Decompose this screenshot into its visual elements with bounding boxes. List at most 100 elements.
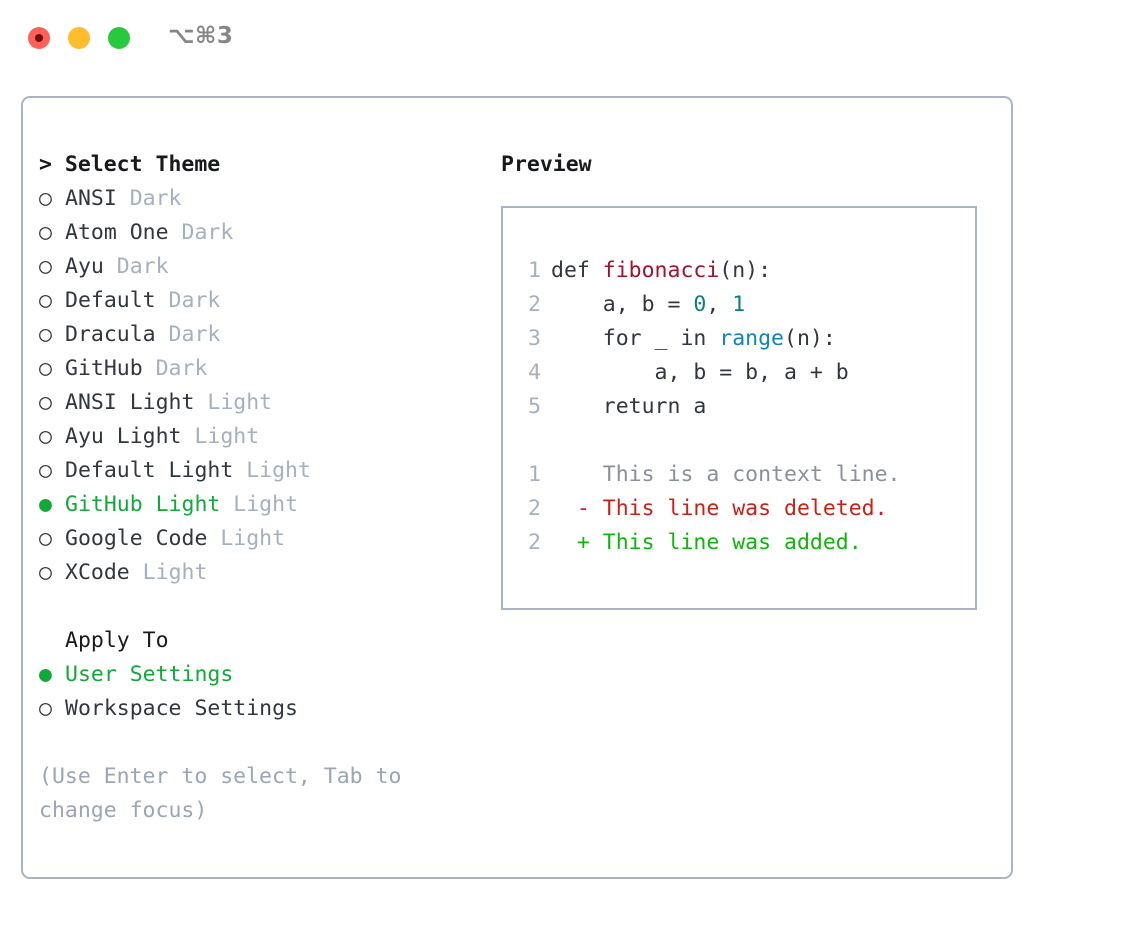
radio-unselected-icon: ○ [39, 526, 52, 551]
theme-selection-column: > Select Theme ○ANSI Dark○Atom One Dark○… [39, 148, 479, 828]
code-token-fn: fibonacci [602, 258, 720, 283]
theme-option-tag: Dark [155, 288, 221, 313]
theme-option-tag: Light [194, 390, 273, 415]
theme-option-tag: Dark [155, 322, 221, 347]
theme-option-tag: Light [181, 424, 260, 449]
theme-option-label: Ayu [65, 254, 104, 279]
radio-unselected-icon: ○ [39, 356, 52, 381]
radio-unselected-icon: ○ [39, 560, 52, 585]
code-diff-spacer [517, 424, 975, 458]
theme-option-xcode[interactable]: ○ XCode Light [39, 556, 479, 590]
theme-option-ansi-light[interactable]: ○ ANSI Light Light [39, 386, 479, 420]
theme-option-tag: Light [129, 560, 208, 585]
theme-option-default[interactable]: ○ Default Dark [39, 284, 479, 318]
code-token-plain: a, b = b, a + b [551, 360, 849, 385]
theme-option-default-light[interactable]: ○ Default Light Light [39, 454, 479, 488]
title-bar: ⌥⌘3 [0, 0, 1140, 78]
theme-option-tag: Dark [142, 356, 208, 381]
diff-line-number: 1 [528, 462, 541, 487]
code-token-plain: (n): [719, 258, 772, 283]
theme-option-label: ANSI [65, 186, 117, 211]
theme-option-ayu-light[interactable]: ○ Ayu Light Light [39, 420, 479, 454]
radio-unselected-icon: ○ [39, 186, 52, 211]
theme-option-google-code[interactable]: ○ Google Code Light [39, 522, 479, 556]
theme-option-github-light[interactable]: ●GitHub Light Light [39, 488, 479, 522]
theme-option-label: Default [65, 288, 156, 313]
keyboard-shortcut-label: ⌥⌘3 [168, 23, 234, 49]
diff-sample: 1 This is a context line.2 - This line w… [517, 458, 975, 560]
theme-option-tag: Dark [116, 186, 182, 211]
theme-option-dracula[interactable]: ○ Dracula Dark [39, 318, 479, 352]
theme-option-ansi[interactable]: ○ ANSI Dark [39, 182, 479, 216]
radio-unselected-icon: ○ [39, 458, 52, 483]
radio-unselected-icon: ○ [39, 424, 52, 449]
code-token-call: range [719, 326, 785, 351]
theme-option-tag: Light [207, 526, 286, 551]
theme-option-tag: Dark [168, 220, 234, 245]
theme-option-label: GitHub [65, 356, 143, 381]
radio-unselected-icon: ○ [39, 220, 52, 245]
maximize-window-button[interactable] [108, 27, 130, 49]
apply-to-option-workspace-settings[interactable]: ○ Workspace Settings [39, 692, 479, 726]
diff-line-text: This is a context line. [551, 462, 901, 487]
close-window-button[interactable] [28, 27, 50, 49]
radio-unselected-icon: ○ [39, 288, 52, 313]
theme-picker-panel: > Select Theme ○ANSI Dark○Atom One Dark○… [21, 96, 1013, 879]
code-line-number: 4 [528, 360, 541, 385]
radio-unselected-icon: ○ [39, 696, 52, 721]
code-line-number: 5 [528, 394, 541, 419]
code-line-number: 2 [528, 292, 541, 317]
code-token-num: 0 [693, 292, 707, 317]
theme-option-atom-one[interactable]: ○ Atom One Dark [39, 216, 479, 250]
preview-title: Preview [501, 152, 592, 177]
code-token-num: 1 [732, 292, 746, 317]
section-spacer [39, 590, 479, 624]
diff-line-text: + This line was added. [551, 530, 862, 555]
keyboard-hint-text: (Use Enter to select, Tab to change focu… [39, 764, 415, 823]
theme-option-label: Google Code [65, 526, 208, 551]
diff-line-add: 2 + This line was added. [517, 526, 975, 560]
code-token-plain: a, b = [551, 292, 694, 317]
code-line: 5 return a [517, 390, 975, 424]
code-line-number: 1 [528, 258, 541, 283]
diff-line-ctx: 1 This is a context line. [517, 458, 975, 492]
code-line: 2 a, b = 0, 1 [517, 288, 975, 322]
minimize-window-button[interactable] [68, 27, 90, 49]
theme-option-tag: Light [233, 458, 311, 483]
theme-option-label: GitHub Light [65, 492, 221, 517]
theme-option-label: Dracula [65, 322, 156, 347]
theme-option-list: ○ ANSI Dark ○ Atom One Dark ○ Ayu Dark ○ Defaul… [39, 182, 479, 590]
apply-to-option-label: Workspace Settings [65, 696, 298, 721]
code-line: 4 a, b = b, a + b [517, 356, 975, 390]
apply-to-option-label: User Settings [65, 662, 234, 687]
theme-option-label: Ayu Light [65, 424, 182, 449]
radio-unselected-icon: ○ [39, 390, 52, 415]
diff-line-text: - This line was deleted. [551, 496, 888, 521]
apply-to-header: Apply To [65, 628, 169, 653]
code-token-plain: (n): [784, 326, 836, 351]
apply-to-option-user-settings[interactable]: ● User Settings [39, 658, 479, 692]
code-line: 1 def fibonacci(n): [517, 254, 975, 288]
code-line: 3 for _ in range(n): [517, 322, 975, 356]
apply-to-option-list: ● User Settings ○ Workspace Settings [39, 658, 479, 726]
select-theme-header: > Select Theme [39, 152, 221, 177]
radio-unselected-icon: ○ [39, 254, 52, 279]
theme-option-label: Atom One [65, 220, 169, 245]
code-token-plain: for _ in [551, 326, 720, 351]
theme-option-ayu[interactable]: ○ Ayu Dark [39, 250, 479, 284]
diff-line-number: 2 [528, 530, 541, 555]
theme-option-label: XCode [65, 560, 130, 585]
theme-option-label: ANSI Light [65, 390, 195, 415]
code-token-plain: def [551, 258, 603, 283]
radio-selected-icon: ● [39, 662, 52, 687]
theme-option-tag: Dark [103, 254, 169, 279]
diff-line-number: 2 [528, 496, 541, 521]
theme-option-github[interactable]: ○ GitHub Dark [39, 352, 479, 386]
theme-option-label: Default Light [65, 458, 234, 483]
diff-line-del: 2 - This line was deleted. [517, 492, 975, 526]
radio-unselected-icon: ○ [39, 322, 52, 347]
